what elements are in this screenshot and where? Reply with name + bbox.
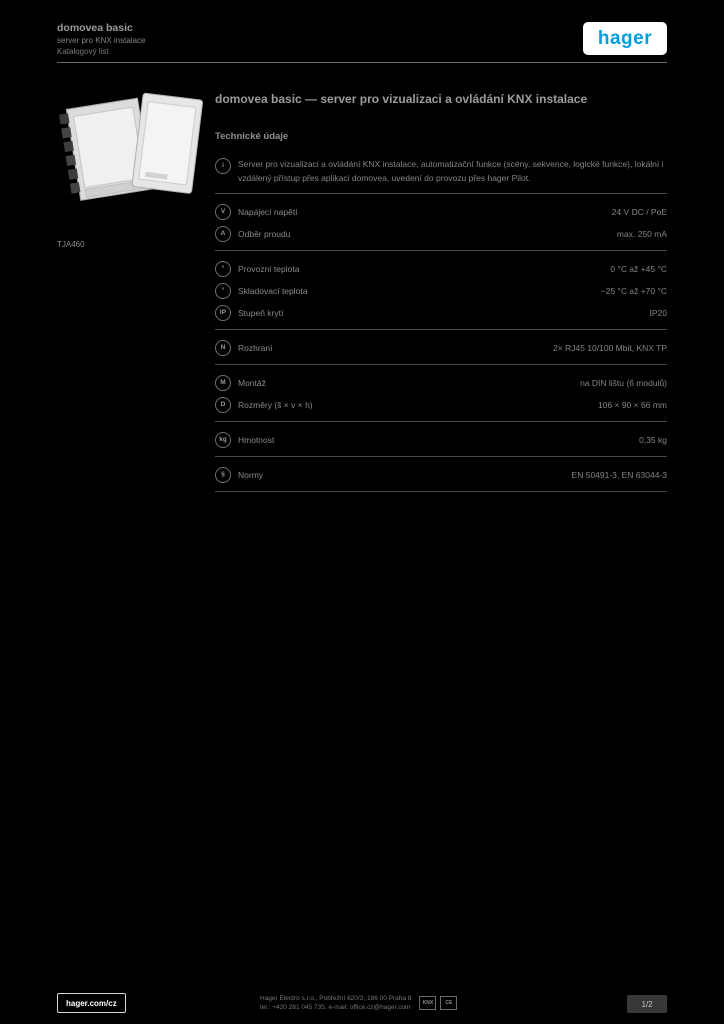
info-icon: i [215, 158, 231, 174]
ce-logo: CE [440, 996, 458, 1011]
spec-value: EN 50491-3, EN 63044-3 [571, 470, 667, 481]
spec-divider [215, 421, 667, 423]
spec-label: Rozměry (š × v × h) [238, 400, 313, 411]
spec-divider [215, 250, 667, 252]
spec-value: Server pro vizualizaci a ovládání KNX in… [238, 159, 664, 183]
spec-label: Rozhraní [238, 343, 273, 354]
spec-divider [215, 491, 667, 493]
spec-value: 0 °C až +45 °C [610, 264, 667, 275]
document-type: Katalogový list [57, 47, 109, 56]
standard-icon: § [215, 467, 231, 484]
spec-value: 2× RJ45 10/100 Mbit, KNX TP [553, 343, 667, 354]
spec-icon-glyph: A [220, 229, 226, 237]
spec-divider [215, 329, 667, 331]
spec-icon-glyph: D [220, 400, 226, 408]
spec-row: M Montáž na DIN lištu (6 modulů) [215, 375, 667, 392]
spec-row: D Rozměry (š × v × h) 106 × 90 × 66 mm [215, 397, 667, 414]
spec-icon-glyph: ° [221, 264, 225, 272]
hager-logo-text: hager [597, 28, 653, 49]
header: domovea basic server pro KNX instalace K… [57, 22, 667, 56]
company-info: Hager Electro s.r.o., Pobřežní 620/3, 18… [260, 994, 411, 1014]
weight-icon: kg [215, 432, 231, 449]
page-indicator: 1/2 [627, 995, 667, 1013]
spec-divider [215, 364, 667, 366]
spec-icon-glyph: i [222, 161, 224, 169]
spec-row: § Normy EN 50491-3, EN 63044-3 [215, 467, 667, 484]
dimensions-icon: D [215, 397, 231, 414]
product-column: TJA460 [57, 86, 207, 249]
spec-label: Normy [238, 470, 264, 481]
spec-value: IP20 [649, 308, 668, 319]
spec-icon-glyph: IP [219, 308, 227, 316]
knx-logo: KNX [419, 996, 437, 1011]
hager-logo: hager [583, 22, 667, 55]
product-image [57, 86, 207, 208]
certification-logos: KNX CE [419, 996, 458, 1011]
page-title: domovea basic — server pro vizualizaci a… [215, 92, 588, 106]
spec-row: V Napájecí napětí 24 V DC / PoE [215, 204, 667, 221]
spec-icon-glyph: ° [221, 286, 225, 294]
spec-divider [215, 456, 667, 458]
product-name: domovea basic [57, 22, 133, 34]
spec-row: N Rozhraní 2× RJ45 10/100 Mbit, KNX TP [215, 340, 667, 357]
protection-icon: IP [215, 305, 231, 322]
spec-label: Napájecí napětí [238, 207, 298, 218]
spec-value: na DIN lištu (6 modulů) [580, 378, 667, 389]
spec-icon-glyph: V [220, 207, 226, 215]
product-reference: TJA460 [57, 240, 85, 249]
website-link[interactable]: hager.com/cz [57, 993, 126, 1013]
spec-list: i Server pro vizualizaci a ovládání KNX … [215, 158, 668, 493]
spec-row: ° Skladovací teplota −25 °C až +70 °C [215, 283, 667, 300]
spec-row: A Odběr proudu max. 250 mA [215, 226, 667, 243]
spec-label: Montáž [238, 378, 266, 389]
company-contact: tel.: +420 281 045 735, e-mail: office.c… [260, 1004, 411, 1012]
content-column: domovea basic — server pro vizualizaci a… [215, 92, 667, 502]
spec-label: Stupeň krytí [238, 308, 284, 319]
spec-row: ° Provozní teplota 0 °C až +45 °C [215, 261, 667, 278]
spec-label: Odběr proudu [238, 229, 291, 240]
specs-heading: Technické údaje [215, 131, 289, 142]
product-subtitle: server pro KNX instalace [57, 36, 146, 45]
storage-temperature-icon: ° [215, 283, 231, 300]
header-divider [57, 62, 667, 63]
spec-value: 106 × 90 × 66 mm [598, 400, 667, 411]
spec-icon-glyph: § [221, 470, 225, 478]
footer-center: Hager Electro s.r.o., Pobřežní 620/3, 18… [260, 994, 520, 1014]
temperature-icon: ° [215, 261, 231, 278]
spec-value: −25 °C až +70 °C [600, 286, 667, 297]
spec-divider [215, 193, 667, 195]
power-icon: V [215, 204, 231, 221]
spec-value: 0,35 kg [639, 435, 667, 446]
header-text-block: domovea basic server pro KNX instalace K… [57, 22, 145, 56]
spec-label: Provozní teplota [238, 264, 300, 275]
spec-row: i Server pro vizualizaci a ovládání KNX … [215, 158, 667, 185]
spec-icon-glyph: N [220, 343, 226, 351]
network-icon: N [215, 340, 231, 357]
mounting-icon: M [215, 375, 231, 392]
spec-icon-glyph: M [220, 378, 226, 386]
spec-value: max. 250 mA [616, 229, 667, 240]
spec-label: Skladovací teplota [238, 286, 308, 297]
spec-row: IP Stupeň krytí IP20 [215, 305, 668, 322]
spec-row: kg Hmotnost 0,35 kg [215, 432, 667, 449]
spec-label: Hmotnost [238, 435, 275, 446]
spec-value: 24 V DC / PoE [611, 207, 667, 218]
product-image-drawing [59, 92, 204, 201]
spec-icon-glyph: kg [219, 435, 227, 443]
current-icon: A [215, 226, 231, 243]
company-address: Hager Electro s.r.o., Pobřežní 620/3, 18… [260, 994, 412, 1002]
